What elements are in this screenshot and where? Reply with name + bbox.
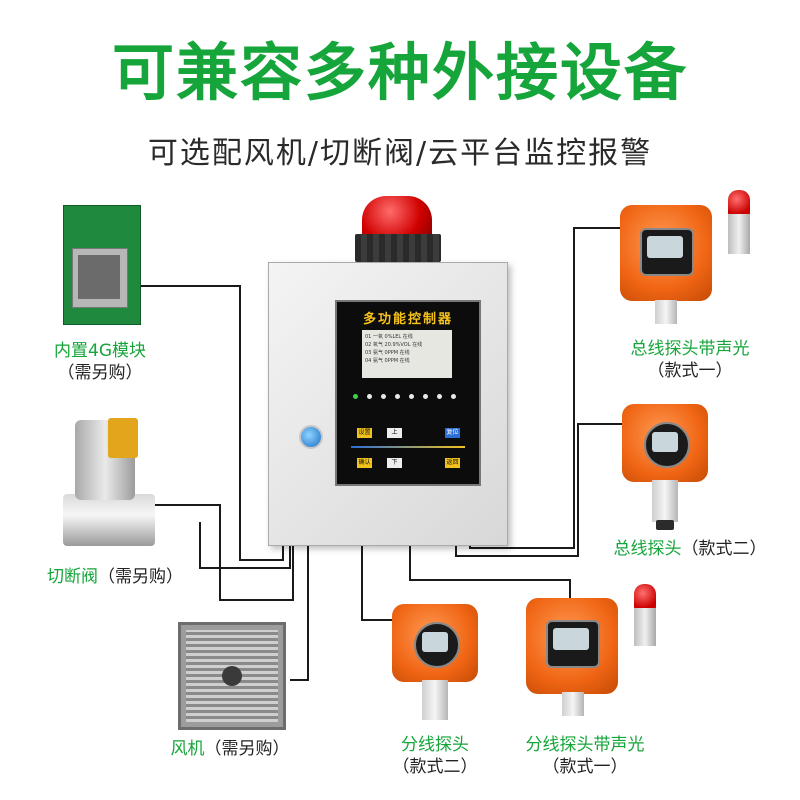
controller-panel: 多功能控制器 01 一氧 0%LEL 在线 02 氧气 20.9%VOL 在线 … xyxy=(335,300,481,486)
status-led xyxy=(451,394,456,399)
down-key[interactable]: 下 xyxy=(387,458,402,468)
detector-screen xyxy=(422,632,448,652)
4g-chip-core xyxy=(78,255,120,299)
module-4g-note: （需另购） xyxy=(57,363,143,383)
status-led xyxy=(381,394,386,399)
reset-key[interactable]: 复位 xyxy=(445,428,460,438)
alarm-lamp-stem xyxy=(728,214,750,254)
branch-probe-note: （款式二） xyxy=(392,757,478,777)
module-4g-label: 内置4G模块 xyxy=(54,341,146,361)
bus-probe-alarm-label: 总线探头带声光 xyxy=(630,339,750,359)
controller-lcd: 01 一氧 0%LEL 在线 02 氧气 20.9%VOL 在线 03 氨气 0… xyxy=(362,330,452,378)
valve-coil xyxy=(108,418,138,458)
fan-caption: 风机（需另购） xyxy=(150,738,310,760)
fan-hub xyxy=(222,666,242,686)
bus-probe-alarm-caption: 总线探头带声光 （款式一） xyxy=(605,338,775,382)
alarm-lamp-icon xyxy=(634,584,656,610)
setup-key[interactable]: 设置 xyxy=(357,428,372,438)
detector-screen xyxy=(553,628,589,650)
detector-screen xyxy=(652,432,678,452)
back-key[interactable]: 返回 xyxy=(445,458,460,468)
key-lock-icon xyxy=(299,425,323,449)
status-led xyxy=(353,394,358,399)
status-led xyxy=(409,394,414,399)
panel-title: 多功能控制器 xyxy=(362,312,453,327)
valve-note: （需另购） xyxy=(98,567,183,587)
detector-sensor xyxy=(655,300,677,324)
bus-probe-alarm-note: （款式一） xyxy=(647,361,733,381)
lcd-line: 03 氨气 0PPM 在线 xyxy=(365,350,410,356)
fan-label: 风机 xyxy=(170,739,205,759)
beacon-icon xyxy=(362,196,432,240)
branch-probe-alarm-note: （款式一） xyxy=(542,757,628,777)
detector-sensor xyxy=(652,480,678,522)
page-title: 可兼容多种外接设备 xyxy=(111,36,688,109)
branch-probe-alarm-label: 分线探头带声光 xyxy=(525,735,645,755)
up-key[interactable]: 上 xyxy=(387,428,402,438)
bus-probe-caption: 总线探头（款式二） xyxy=(585,538,795,560)
lcd-line: 04 氨气 0PPM 在线 xyxy=(365,358,410,364)
valve-caption: 切断阀（需另购） xyxy=(20,566,210,588)
alarm-lamp-stem xyxy=(634,608,656,646)
lcd-line: 02 氧气 20.9%VOL 在线 xyxy=(365,342,423,348)
fan-note: （需另购） xyxy=(204,739,290,759)
branch-probe-label: 分线探头 xyxy=(401,735,469,755)
status-led xyxy=(423,394,428,399)
valve-label: 切断阀 xyxy=(47,567,98,587)
valve-pipe xyxy=(63,494,155,546)
status-led xyxy=(367,394,372,399)
detector-head xyxy=(656,520,674,530)
page-subtitle: 可选配风机/切断阀/云平台监控报警 xyxy=(147,136,653,171)
module-4g-caption: 内置4G模块 （需另购） xyxy=(40,340,160,384)
confirm-key[interactable]: 确认 xyxy=(357,458,372,468)
lcd-line: 01 一氧 0%LEL 在线 xyxy=(365,334,413,340)
status-led xyxy=(395,394,400,399)
status-led xyxy=(437,394,442,399)
alarm-lamp-icon xyxy=(728,190,750,216)
branch-probe-caption: 分线探头 （款式二） xyxy=(370,734,500,778)
branch-probe-alarm-caption: 分线探头带声光 （款式一） xyxy=(500,734,670,778)
detector-screen xyxy=(647,236,683,258)
bus-probe-label: 总线探头 xyxy=(613,539,682,559)
detector-sensor xyxy=(422,680,448,720)
detector-sensor xyxy=(562,692,584,716)
panel-divider xyxy=(351,446,465,448)
bus-probe-note: （款式二） xyxy=(681,539,767,559)
beacon-base xyxy=(355,234,441,262)
